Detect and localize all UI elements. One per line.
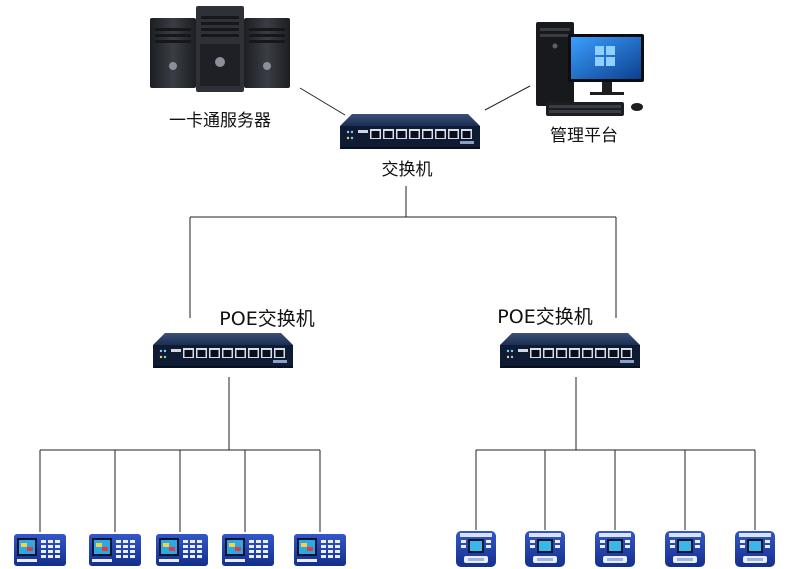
connection-lines — [39, 85, 756, 532]
attendance-terminal-icon — [665, 531, 705, 567]
desktop-computer-icon — [536, 22, 644, 116]
link-core-platform — [484, 85, 531, 111]
attendance-terminal-icon — [595, 531, 635, 567]
attendance-terminal-icon — [525, 531, 565, 567]
card-reader-terminal-icon — [14, 534, 66, 566]
platform-label: 管理平台 — [550, 126, 618, 146]
attendance-terminal-icon — [735, 531, 775, 567]
server-tower-icon — [150, 6, 290, 92]
poe-right-label: POE交换机 — [497, 306, 592, 328]
core-switch-icon — [340, 114, 480, 149]
left-terminal-group — [14, 534, 346, 566]
poe-switch-right-icon — [500, 333, 640, 368]
card-reader-terminal-icon — [89, 534, 141, 566]
card-reader-terminal-icon — [222, 534, 274, 566]
card-reader-terminal-icon — [294, 534, 346, 566]
server-label: 一卡通服务器 — [169, 111, 271, 131]
poe-left-label: POE交换机 — [219, 308, 314, 330]
attendance-terminal-icon — [456, 531, 496, 567]
right-terminal-group — [456, 531, 775, 567]
link-server-core — [299, 87, 346, 116]
poe-switch-left-icon — [153, 333, 293, 368]
card-reader-terminal-icon — [156, 534, 208, 566]
core-switch-label: 交换机 — [382, 160, 433, 180]
